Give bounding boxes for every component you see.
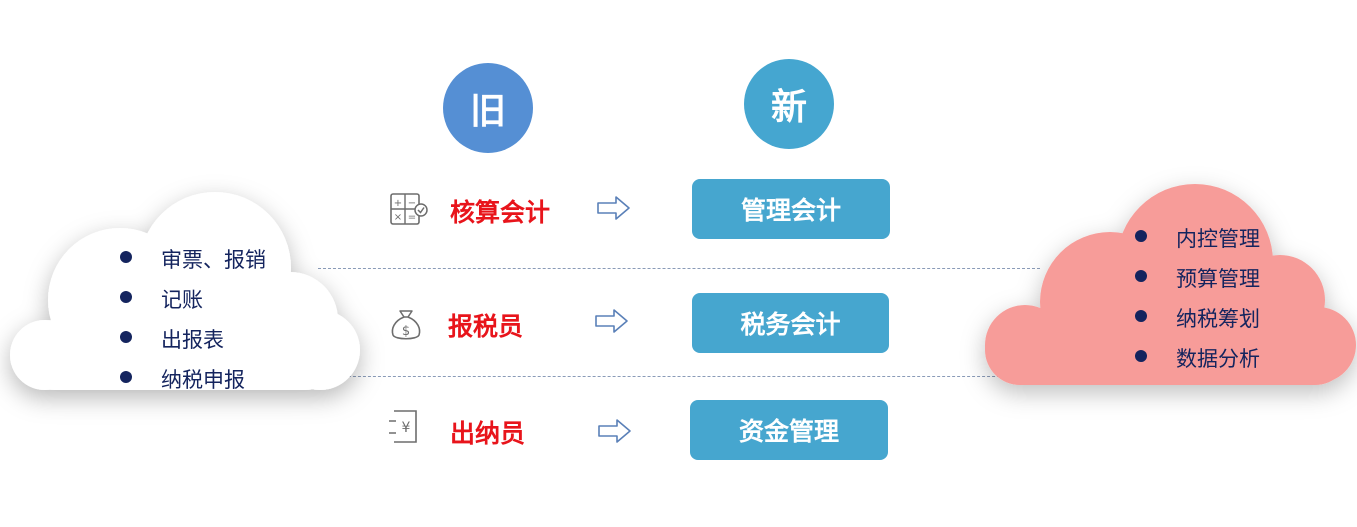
bullet-icon — [120, 251, 132, 263]
bullet-icon — [120, 291, 132, 303]
yen-receipt-icon: ¥ — [389, 410, 417, 443]
arrow-right-icon — [597, 196, 630, 220]
svg-text:+: + — [394, 198, 402, 209]
svg-text:¥: ¥ — [402, 420, 411, 436]
old-header-circle: 旧 — [443, 63, 533, 153]
old-role-tax-filer: 报税员 — [448, 312, 524, 341]
new-header-circle: 新 — [744, 59, 834, 149]
bullet-icon — [1135, 230, 1147, 242]
svg-text:−: − — [408, 198, 416, 209]
new-role-tax-accounting: 税务会计 — [692, 293, 889, 353]
bullet-icon — [120, 371, 132, 383]
svg-text:=: = — [408, 212, 416, 223]
divider-line-top — [318, 268, 1040, 269]
bullet-icon — [1135, 270, 1147, 282]
bullet-icon — [1135, 350, 1147, 362]
bullet-icon — [120, 331, 132, 343]
new-role-management-accounting: 管理会计 — [692, 179, 890, 239]
new-header-label: 新 — [770, 87, 807, 128]
bullet-icon — [1135, 310, 1147, 322]
old-role-cashier: 出纳员 — [450, 419, 526, 448]
arrow-right-icon — [598, 419, 631, 443]
calculator-icon: + − × = — [390, 193, 428, 225]
money-bag-icon: $ — [391, 310, 421, 340]
svg-text:×: × — [394, 212, 402, 223]
arrow-right-icon — [595, 309, 628, 333]
old-role-accounting: 核算会计 — [450, 198, 551, 227]
old-header-label: 旧 — [469, 91, 506, 132]
divider-line-bottom — [318, 376, 1040, 377]
new-role-fund-management: 资金管理 — [690, 400, 888, 460]
svg-text:$: $ — [402, 324, 410, 339]
